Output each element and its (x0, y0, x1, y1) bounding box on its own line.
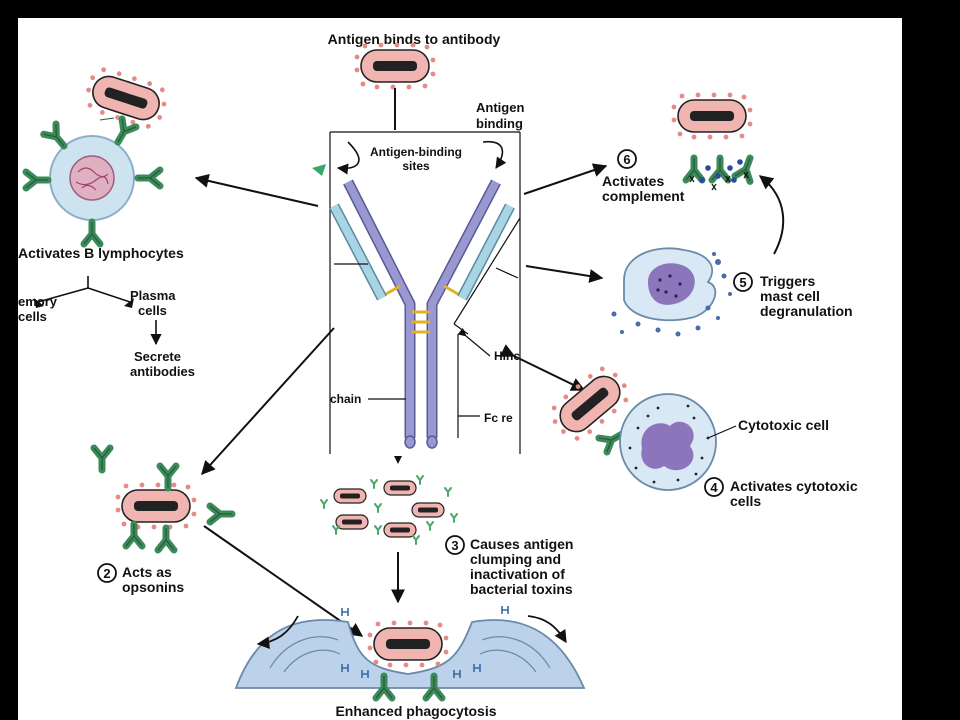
memory-label-1: emory (18, 294, 58, 309)
arrow-to-cytotoxic (499, 344, 586, 391)
binding-sites-label-2: sites (402, 159, 430, 173)
top-title: Antigen binds to antibody (328, 31, 501, 47)
mast-cell (611, 247, 732, 337)
complement-number (617, 149, 637, 169)
complement-label-2: complement (602, 188, 685, 204)
arrow-opsonins-to-phago (203, 525, 364, 637)
b-lymph-branch (37, 276, 131, 303)
mast-number (733, 272, 753, 292)
arrow-to-opsonins (201, 327, 335, 476)
arrow-mast-to-complement (758, 175, 785, 255)
cytotoxic-number (704, 477, 724, 497)
arrow-to-complement (523, 163, 608, 195)
chain-label: chain (330, 392, 361, 406)
complement-number-text: 6 (623, 152, 630, 167)
hinge-label: Hinc (494, 349, 520, 363)
secrete-label-2: antibodies (130, 364, 195, 379)
bacterium-top (353, 41, 437, 91)
clumping-label-3: inactivation of (470, 566, 565, 582)
cytotoxic-number-text: 4 (710, 480, 718, 495)
cytotoxic-label-1: Activates cytotoxic (730, 478, 858, 494)
clumping-label-1: Causes antigen (470, 536, 573, 552)
mast-label-2: mast cell (760, 288, 820, 304)
phago-label: Enhanced phagocytosis (335, 703, 496, 719)
opsonins-label-2: opsonins (122, 579, 184, 595)
antigen-binding-label-2: binding (476, 116, 523, 131)
antibody-function-diagram: Antigen binds to antibody Antigen bindin… (18, 31, 858, 719)
b-lymph-label: Activates B lymphocytes (18, 245, 184, 261)
cytotoxic-cell (543, 359, 717, 491)
cytotoxic-leader (707, 425, 737, 439)
diagram-canvas: Antigen binds to antibody Antigen bindin… (18, 18, 902, 720)
phagocyte (234, 606, 586, 698)
opsonins-label-1: Acts as (122, 564, 172, 580)
clumping-number-text: 3 (451, 538, 458, 553)
b-lymphocyte (26, 62, 173, 244)
cytotoxic-label-2: cells (730, 493, 761, 509)
clumping-group (320, 475, 458, 545)
complement-group (670, 91, 758, 191)
cytotoxic-cell-label: Cytotoxic cell (738, 417, 829, 433)
plasma-label-1: Plasma (130, 288, 176, 303)
plasma-label-2: cells (138, 303, 167, 318)
mast-label-3: degranulation (760, 303, 853, 319)
arrow-to-b-lymphocyte (194, 173, 319, 207)
clumping-label-2: clumping and (470, 551, 561, 567)
mast-label-1: Triggers (760, 273, 815, 289)
arrow-to-mast-cell (525, 265, 604, 283)
complement-label-1: Activates (602, 173, 664, 189)
opsonins-number-text: 2 (103, 566, 110, 581)
binding-sites-label-1: Antigen-binding (370, 145, 462, 159)
mast-number-text: 5 (739, 275, 746, 290)
opsonins-number (97, 563, 117, 583)
antibody-structure: Antigen-binding sites chain Hinc Fc re (312, 131, 521, 464)
secrete-label-1: Secrete (134, 349, 181, 364)
clumping-number (445, 535, 465, 555)
clumping-label-4: bacterial toxins (470, 581, 573, 597)
antigen-binding-label-1: Antigen (476, 100, 524, 115)
memory-label-2: cells (18, 309, 47, 324)
fc-label: Fc re (484, 411, 513, 425)
